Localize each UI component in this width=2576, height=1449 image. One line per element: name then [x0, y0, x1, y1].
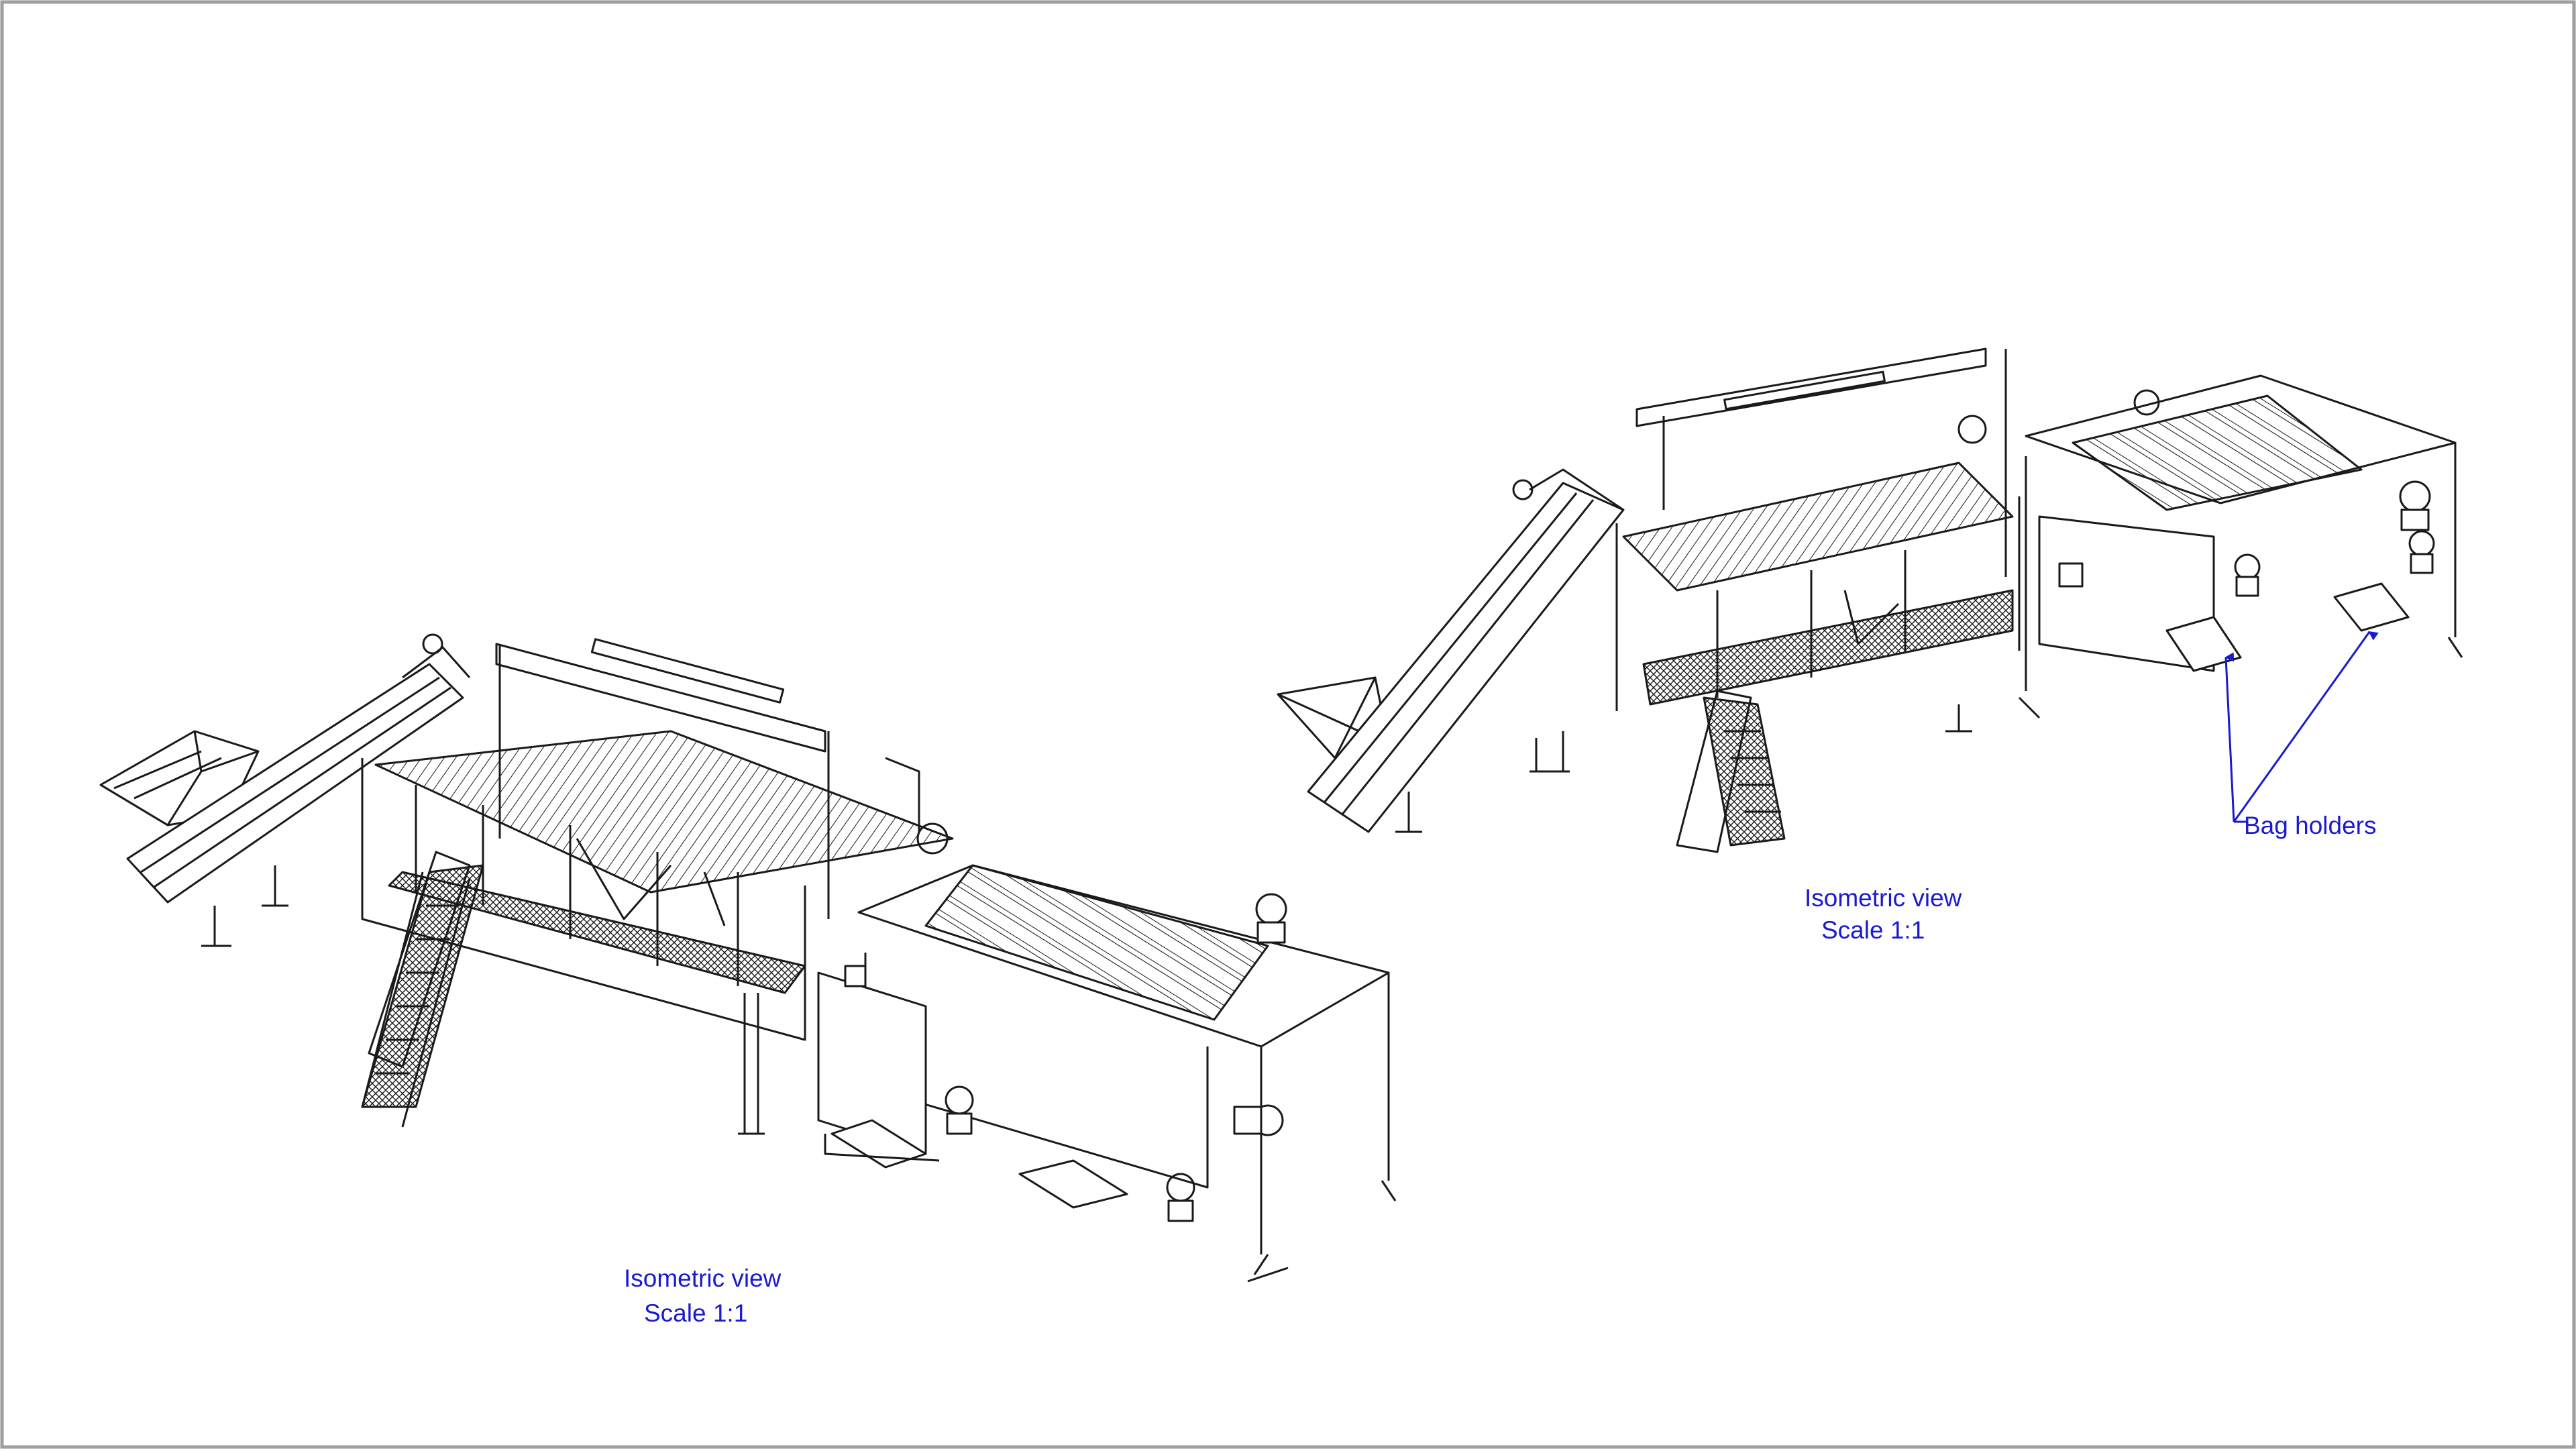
leader-line-to-holder-2 [2233, 631, 2379, 822]
view-label-left-line2: Scale 1:1 [644, 1299, 748, 1327]
callout-leader-lines [2224, 631, 2379, 823]
staircase-right [1676, 690, 1786, 853]
bag-holders-left [824, 1119, 1128, 1209]
view-label-right-line1: Isometric view [1805, 884, 1962, 912]
bag-holders-right [2165, 582, 2410, 672]
leader-line-to-holder-1 [2224, 652, 2235, 822]
roller-sizer-right [2018, 374, 2463, 719]
roller-sizer-left [817, 864, 1397, 1283]
view-label-left-line1: Isometric view [624, 1265, 782, 1292]
machine-drawing-right [1277, 347, 2463, 853]
staircase-left [361, 851, 484, 1128]
sorting-platform-left [361, 638, 954, 1135]
inclined-elevator-left [126, 633, 471, 947]
sorting-platform-right [1529, 347, 2021, 773]
drive-motors-right [1957, 389, 2435, 597]
machine-drawing-left [99, 633, 1397, 1283]
callout-label-bag-holders: Bag holders [2244, 812, 2377, 839]
inclined-elevator-right [1307, 468, 1625, 833]
drive-motors-left [916, 822, 1287, 1222]
view-label-right-line2: Scale 1:1 [1821, 916, 1925, 944]
